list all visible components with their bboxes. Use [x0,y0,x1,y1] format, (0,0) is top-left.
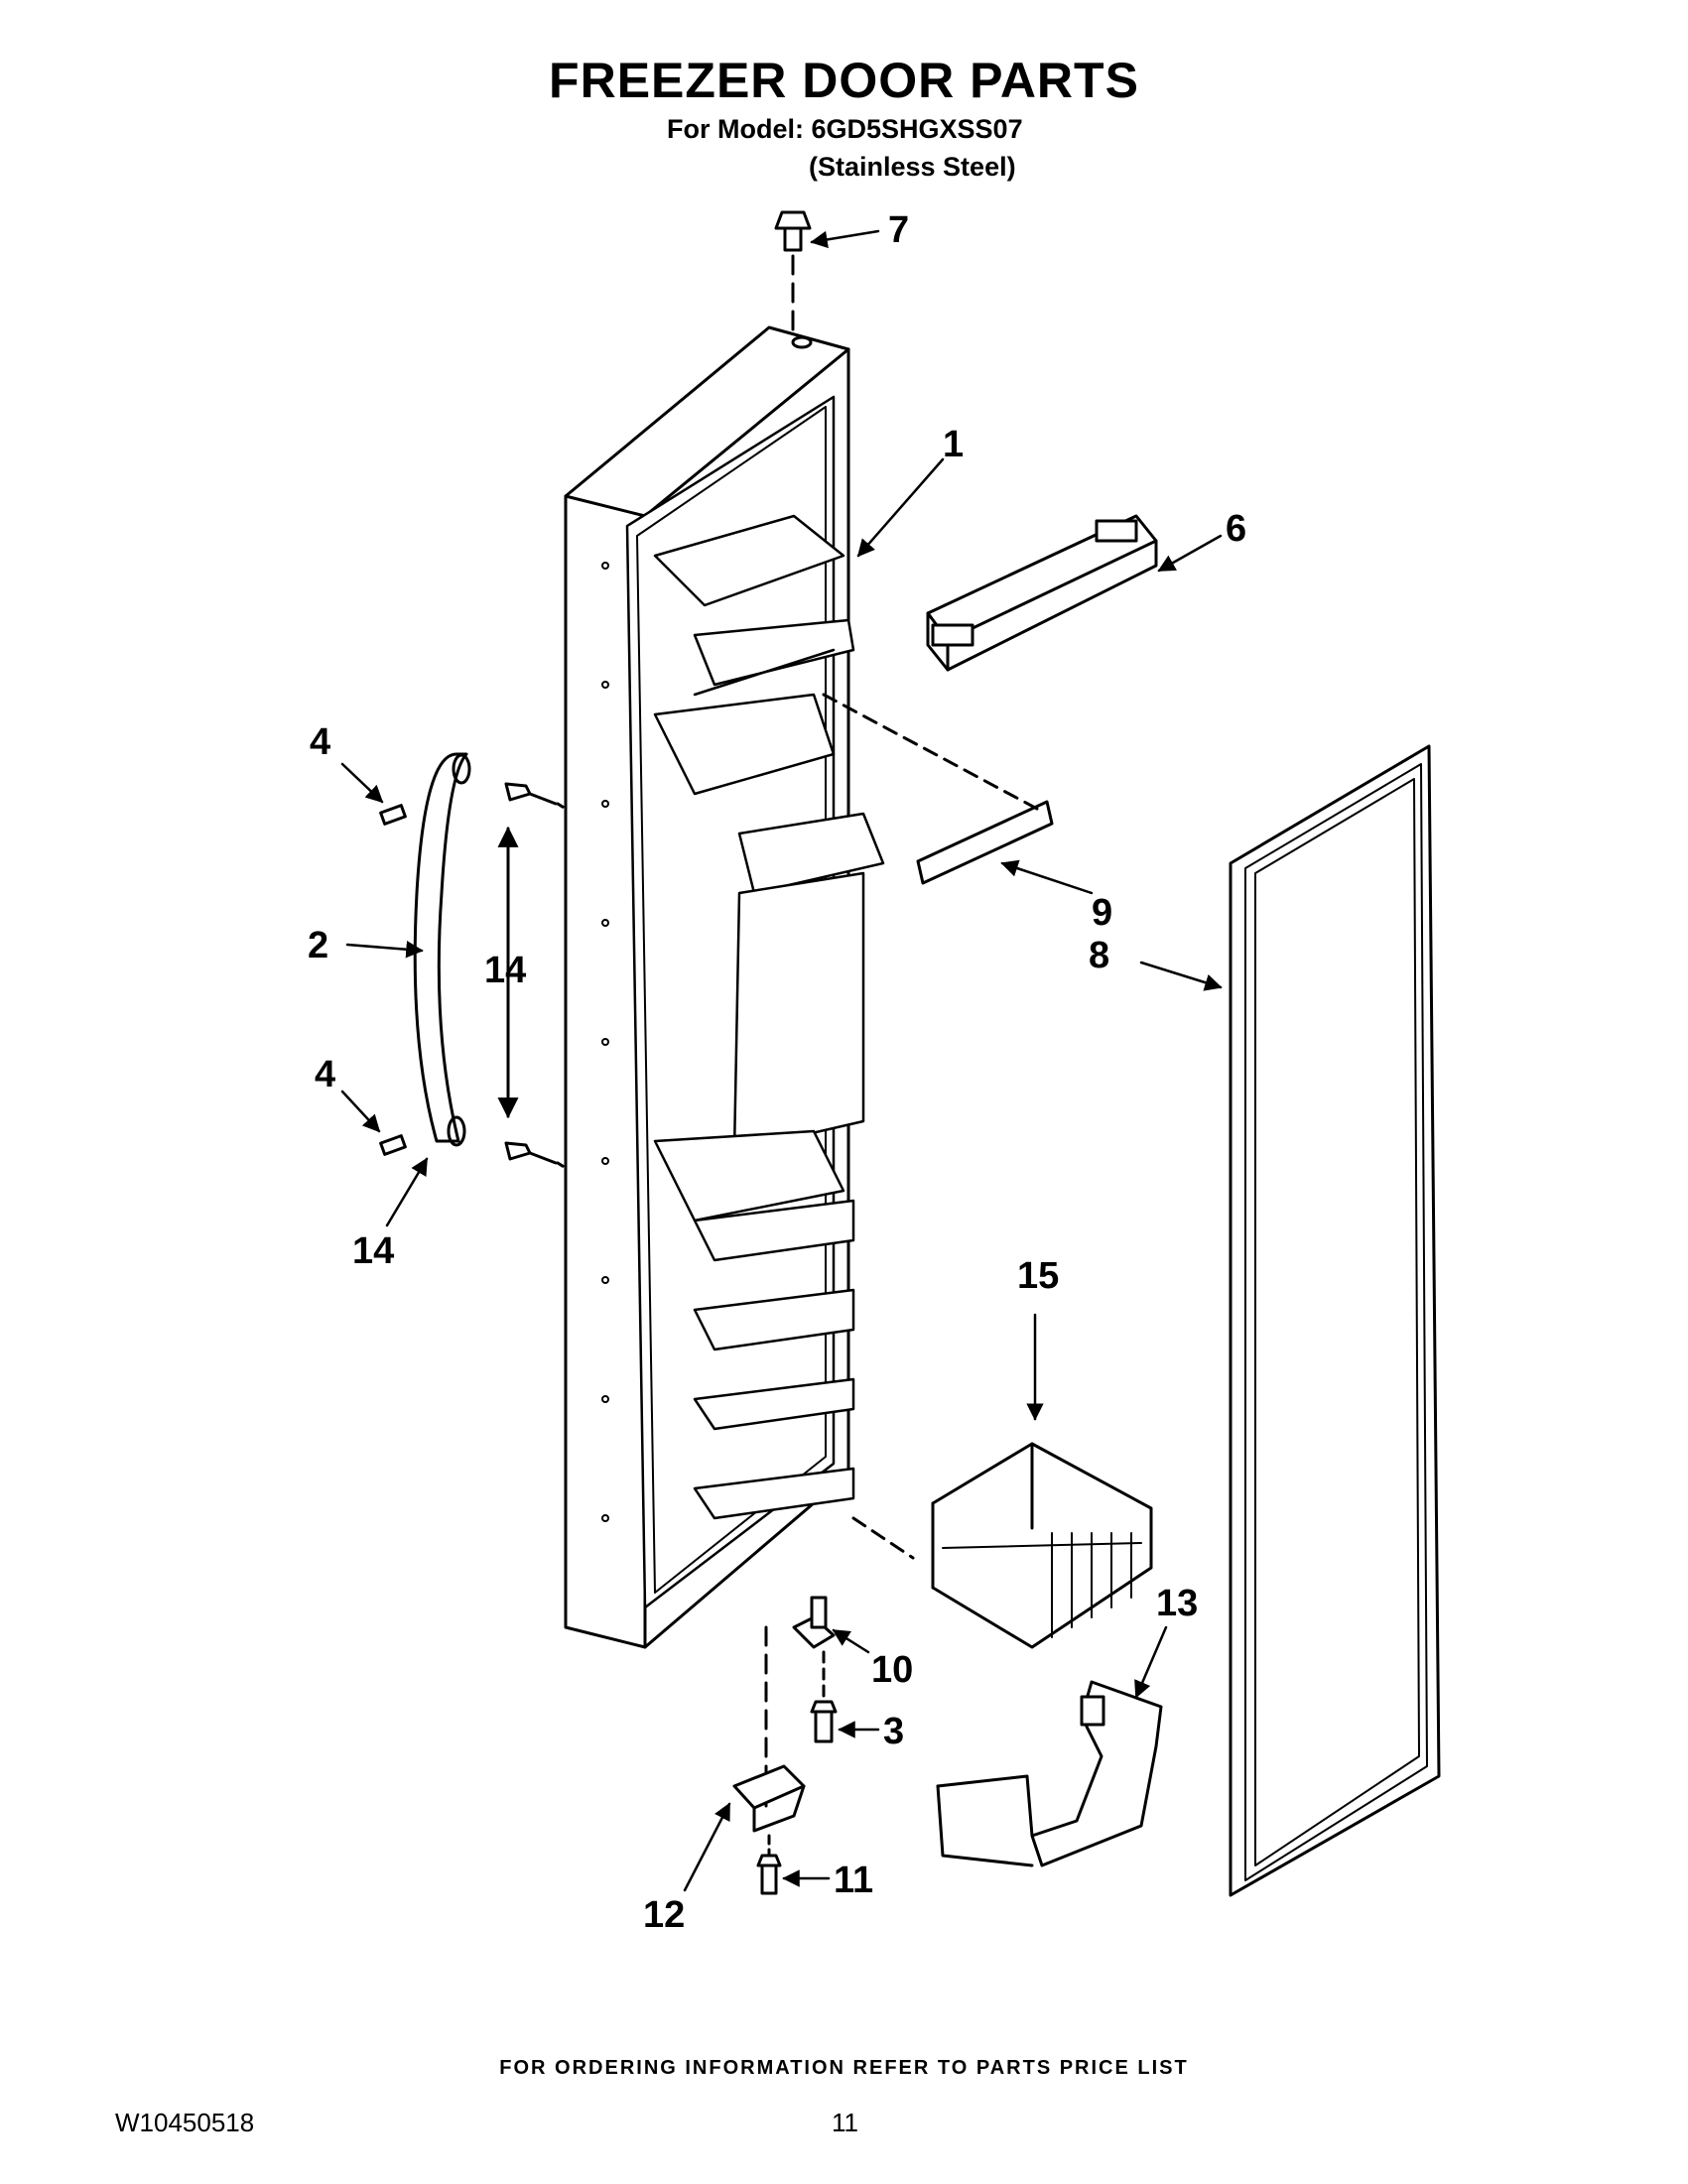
page-number: 11 [832,2108,858,2137]
callout-9: 9 [1092,892,1112,934]
callout-7: 7 [888,209,909,251]
door-bins [653,514,885,1520]
callout-labels: 7 1 6 4 9 8 2 14 4 14 15 13 10 3 11 12 [308,209,1246,1936]
callout-4b: 4 [315,1054,335,1095]
callout-1: 1 [943,424,964,465]
arrow-7 [810,229,880,249]
arrow-2 [345,941,424,959]
arrow-8 [1139,961,1223,991]
arrow-4a [340,762,384,804]
callout-11: 11 [834,1860,873,1901]
callout-14a: 14 [484,950,526,991]
part-12-hinge-bracket [732,1764,806,1863]
part-15-wire-basket [851,1442,1153,1649]
arrow-12 [683,1802,731,1892]
part-11-screw [756,1854,782,1895]
callout-13: 13 [1156,1583,1198,1624]
arrow-14b [385,1157,429,1227]
arrow-6 [1157,534,1223,573]
model-finish: (Stainless Steel) [809,152,1016,182]
callout-4a: 4 [310,721,330,763]
door-edge-holes [601,562,609,1522]
callout-15: 15 [1017,1255,1059,1297]
part-13-bin-guard [936,1680,1163,1867]
document-number: W10450518 [115,2108,255,2137]
model-number: For Model: 6GD5SHGXSS07 [667,114,1023,144]
part-7-plug [774,210,812,359]
callout-10: 10 [871,1649,913,1691]
arrow-9 [1000,859,1094,895]
callout-2: 2 [308,925,328,966]
part-3-screw [810,1700,838,1743]
part-4-plugs [379,804,407,1156]
callout-3: 3 [883,1711,904,1752]
arrow-10 [832,1628,870,1654]
callout-12: 12 [643,1894,685,1936]
part-2-handle [413,752,471,1147]
part-10-hinge-pin [792,1596,836,1709]
arrow-13 [1134,1625,1168,1699]
part-8-gasket [1229,744,1441,1897]
arrow-1 [856,457,945,558]
callout-6: 6 [1226,508,1246,550]
arrow-4b [340,1090,381,1133]
part-9-trim [822,693,1054,885]
part-6-door-shelf [926,514,1158,672]
freezer-door-assembly [564,325,885,1808]
callout-14b: 14 [352,1230,394,1272]
ordering-note: FOR ORDERING INFORMATION REFER TO PARTS … [499,2057,1189,2079]
part-14-screws [497,782,568,1170]
page-title: FREEZER DOOR PARTS [549,53,1139,108]
callout-8: 8 [1089,935,1109,976]
leader-arrows [340,229,1223,1892]
